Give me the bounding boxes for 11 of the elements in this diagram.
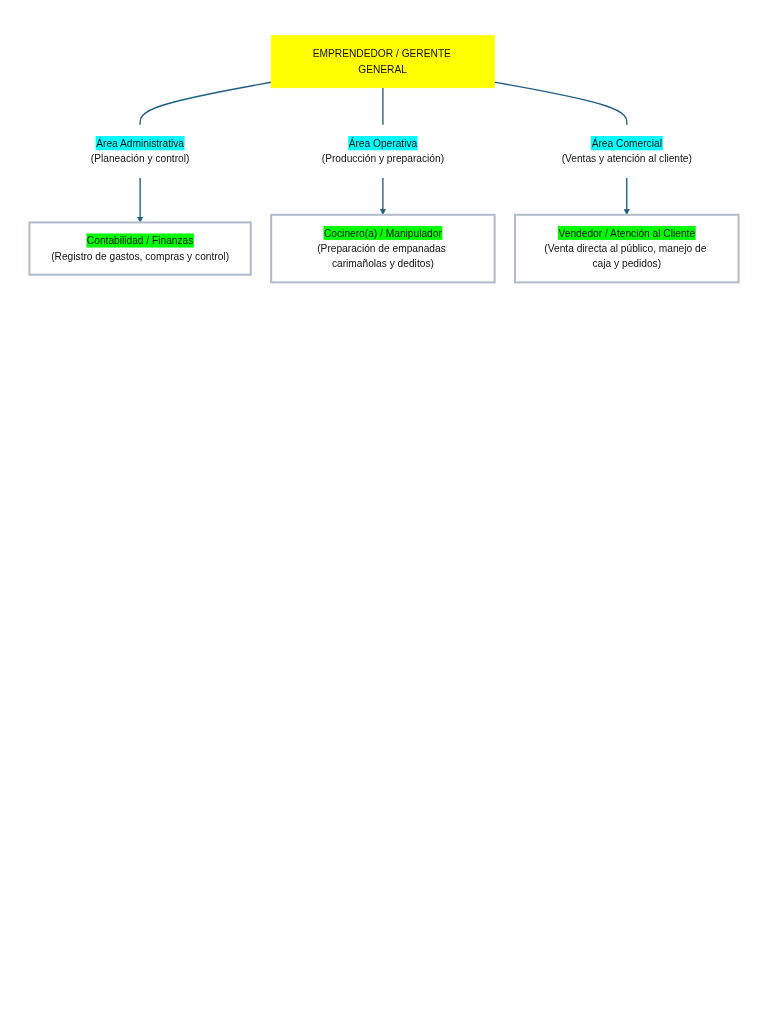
node-box: Vendedor / Atención al Cliente (Venta directa al público, manejo de caja y pedidos) (514, 213, 740, 284)
node-text: Área Administrativa (Planeación y control) (90, 137, 190, 165)
connector (494, 81, 628, 126)
node-box: Contabilidad / Finanzas (Registro de gastos, compras y control) (28, 221, 252, 276)
node-text: Área Comercial (Ventas y atención al cliente) (561, 137, 692, 165)
arrow (137, 176, 144, 223)
node-text: Área Operativa (Producción y preparación) (321, 137, 445, 165)
node-box: EMPRENDEDOR / GERENTE GENERAL (270, 35, 495, 89)
connector (139, 81, 272, 126)
node-box: Cocinero(a) / Manipulador (Preparación de empanadas carimañolas y deditos) (270, 213, 496, 284)
connector (382, 87, 384, 126)
